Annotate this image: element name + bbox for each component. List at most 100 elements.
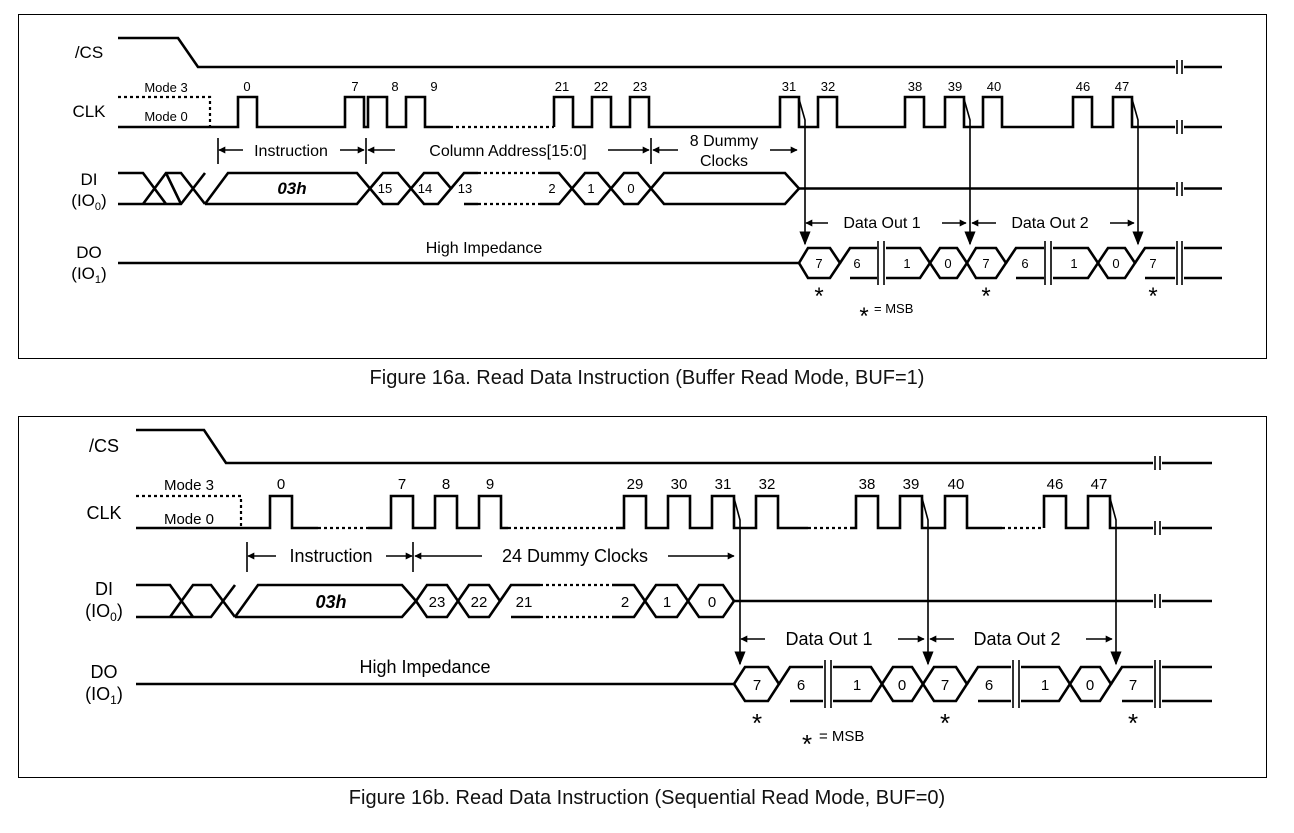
di-dotted-gap (540, 583, 612, 619)
clk-number: 40 (948, 476, 965, 493)
clk-number: 9 (430, 79, 437, 94)
msb-star: * (859, 303, 868, 330)
do-bit-cell (1004, 246, 1044, 280)
high-impedance-label: High Impedance (426, 240, 543, 257)
clk-number: 47 (1115, 79, 1129, 94)
do-bit-label: 0 (1112, 256, 1119, 271)
do-label: DO (91, 662, 118, 682)
do-bit-cell (965, 665, 1011, 703)
break-mark (1176, 241, 1183, 285)
dummy-clocks-label: 8 Dummy (690, 133, 758, 150)
clk-number: 32 (759, 476, 776, 493)
di-bit-label: 1 (587, 181, 594, 196)
do-bit-cell (777, 665, 823, 703)
clk-waveform (136, 494, 318, 530)
break-mark (877, 241, 885, 285)
di-dont-care (136, 583, 237, 619)
clk-label: CLK (86, 503, 121, 523)
msb-legend: = MSB (874, 301, 913, 316)
dummy-clocks-label: 24 Dummy Clocks (502, 546, 648, 566)
msb-star: * (1128, 708, 1138, 738)
clk-number: 8 (442, 476, 450, 493)
timing-arrow (963, 98, 976, 246)
do-bit-cell (838, 246, 877, 280)
di-bit-label: 2 (548, 181, 555, 196)
do-bit-label: 7 (941, 677, 949, 694)
do-bit-label: 6 (797, 677, 805, 694)
do-bit-label: 6 (985, 677, 993, 694)
mode0-label: Mode 0 (164, 511, 214, 528)
di-bit-cell (498, 583, 540, 619)
clk-number: 21 (555, 79, 569, 94)
clk-number: 31 (715, 476, 732, 493)
break-mark (1176, 182, 1183, 196)
cs-waveform (136, 428, 1153, 465)
clk-number: 29 (627, 476, 644, 493)
clk-number: 23 (633, 79, 647, 94)
mode0-label: Mode 0 (144, 109, 187, 124)
clk-mode3-dotted (136, 494, 243, 528)
figure-16a-frame (18, 14, 1267, 359)
clk-number: 31 (782, 79, 796, 94)
msb-star: * (981, 283, 990, 310)
di-bit-label: 15 (378, 181, 392, 196)
di-label: DI (95, 579, 113, 599)
do-bit-cell (1109, 665, 1153, 703)
instruction-label: Instruction (254, 143, 328, 160)
clk-number: 0 (277, 476, 285, 493)
clk-number: 0 (243, 79, 250, 94)
di-bit-label: 0 (627, 181, 634, 196)
di-dotted-gap (478, 171, 540, 206)
break-mark (824, 660, 832, 708)
do-bit-label: 7 (753, 677, 761, 694)
clk-number: 7 (351, 79, 358, 94)
clk-number: 8 (391, 79, 398, 94)
clk-label: CLK (72, 102, 106, 121)
di-opcode: 03h (315, 592, 346, 612)
di-bit-label: 14 (418, 181, 432, 196)
break-mark (1176, 120, 1183, 134)
do-bit-label: 1 (903, 256, 910, 271)
clk-number: 30 (671, 476, 688, 493)
clk-mode3-dotted (118, 95, 212, 127)
clk-number: 38 (859, 476, 876, 493)
break-mark (1154, 521, 1161, 535)
di-bit-label: 22 (471, 594, 488, 611)
do-bit-label: 0 (944, 256, 951, 271)
di-io-label: (IO0) (85, 601, 123, 624)
di-opcode-cell (233, 583, 418, 619)
di-bit-cell (540, 171, 574, 206)
instruction-label: Instruction (289, 546, 372, 566)
clk-waveform-4 (850, 494, 1002, 530)
do-bit-label: 0 (1086, 677, 1094, 694)
do-bit-label: 7 (982, 256, 989, 271)
mode3-label: Mode 3 (164, 477, 214, 494)
di-dont-care (118, 171, 207, 206)
do-bit-label: 6 (1021, 256, 1028, 271)
do-bit-cell (1133, 246, 1175, 280)
clk-number: 47 (1091, 476, 1108, 493)
data-out-2-label: Data Out 2 (1011, 215, 1088, 232)
timing-arrow (921, 497, 934, 666)
do-tail (1184, 246, 1222, 280)
timing-arrow (1131, 98, 1144, 246)
do-bit-label: 1 (853, 677, 861, 694)
do-label: DO (76, 243, 102, 262)
data-out-1-label: Data Out 1 (843, 215, 920, 232)
do-bit-label: 7 (1129, 677, 1137, 694)
figure-16b-caption: Figure 16b. Read Data Instruction (Seque… (348, 787, 946, 809)
timing-arrow (733, 497, 746, 666)
cs-label: /CS (89, 436, 119, 456)
cs-waveform (118, 36, 1175, 69)
di-bit-cell (450, 171, 478, 206)
clk-waveform-2 (552, 95, 1175, 129)
di-bit-label: 13 (458, 181, 472, 196)
data-out-1-label: Data Out 1 (785, 629, 872, 649)
msb-star: * (752, 708, 762, 738)
do-bit-label: 0 (898, 677, 906, 694)
figure-16b-diagram: /CS CLK DI (IO0) DO (IO1) Mode 3 Mode 0 … (85, 428, 1212, 759)
clk-waveform (118, 95, 450, 129)
do-bit-label: 7 (815, 256, 822, 271)
break-mark (1176, 60, 1183, 74)
clk-number: 39 (903, 476, 920, 493)
